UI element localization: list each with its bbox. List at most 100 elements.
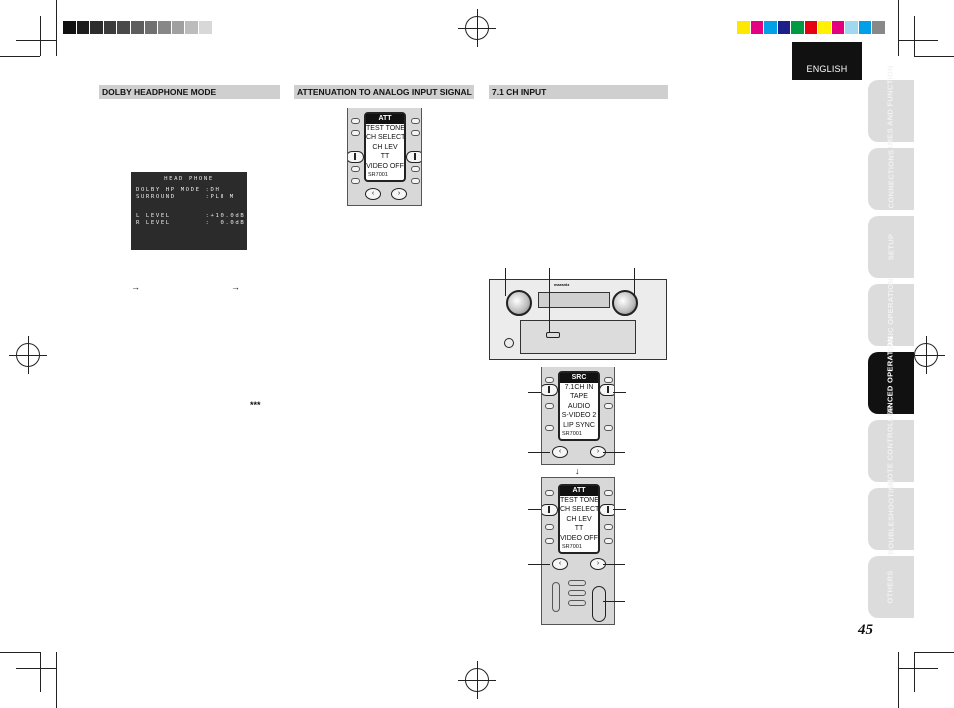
osd-line: DOLBY HP MODE :DH [136,187,221,193]
remote-illustration-71ch-top: SRC 7.1CH IN TAPE AUDIO S-VIDEO 2 LIP SY… [541,367,615,465]
lcd-row: SR7001 [368,172,388,178]
remote-lcd: ATT TEST TONE CH SELECT CH LEV TT VIDEO … [364,112,406,182]
receiver-power-button[interactable] [504,338,514,348]
color-swatch [212,21,227,34]
color-swatch [831,21,845,34]
down-arrow-glyph: ↓ [575,466,580,476]
side-tab-setup[interactable]: SETUP [868,216,914,278]
color-swatch [171,21,186,34]
left-soft-key[interactable] [542,504,558,516]
side-tab-advanced-operation[interactable]: ADVANCED OPERATION [868,336,914,430]
lcd-row: TT [574,525,584,532]
remote-lcd: SRC 7.1CH IN TAPE AUDIO S-VIDEO 2 LIP SY… [558,371,600,441]
color-swatch [158,21,172,34]
registration-mark-right [907,336,945,374]
left-arrow-button[interactable]: ‹ [552,446,568,458]
color-swatch [63,21,77,34]
lcd-row: TAPE [570,393,588,400]
remote-illustration-attenuation: ATT TEST TONE CH SELECT CH LEV TT VIDEO … [347,108,422,206]
side-tab-connections[interactable]: CONNECTIONS [868,148,914,210]
color-swatch [103,21,118,34]
remote-keypad [550,578,608,622]
receiver-display-window [538,292,610,308]
color-swatch [791,21,805,34]
color-swatch [858,21,872,34]
lcd-row: CH SELECT [366,134,404,141]
remote-lcd: ATT TEST TONE CH SELECT CH LEV TT VIDEO … [558,484,600,554]
right-soft-key[interactable] [599,384,614,396]
volume-knob[interactable] [612,290,638,316]
lcd-row: CH LEV [566,515,592,523]
side-tab-label: CONNECTIONS [886,149,895,209]
receiver-button-panel [520,320,636,354]
lcd-row: VIDEO OFF [560,534,598,542]
lcd-row: SRC [560,373,598,383]
left-soft-key[interactable] [542,384,558,396]
right-arrow-button[interactable]: › [391,188,407,200]
osd-line: SURROUND :PLⅡ M [136,194,235,200]
side-tab-others[interactable]: OTHERS [868,556,914,618]
lcd-row: TT [380,153,390,160]
right-soft-key[interactable] [406,151,421,163]
registration-mark-bottom [458,661,496,699]
lcd-row: ATT [560,486,598,496]
lcd-row: LIP SYNC [563,421,595,429]
receiver-front-panel: marantz [489,279,667,360]
lcd-row: 7.1CH IN [564,383,594,391]
side-tab-label: TROUBLESHOOTING [886,478,895,560]
side-tab-troubleshooting[interactable]: TROUBLESHOOTING [868,479,914,559]
color-swatch [777,21,791,34]
arrow-glyph: → [131,282,140,292]
side-tab-remote-controller[interactable]: REMOTE CONTROLLER [868,405,914,497]
osd-headphone-display: HEAD PHONE DOLBY HP MODE :DH SURROUND :P… [131,172,247,250]
asterisks: *** [250,400,261,410]
receiver-brand-label: marantz [554,282,570,287]
osd-line: L LEVEL :+10.0dB [136,213,246,219]
section-heading-71ch-input: 7.1 CH INPUT [489,85,668,99]
color-swatch [872,21,886,34]
side-tab-label: NAMES AND FUNCTION [886,65,895,157]
side-tab-names-and-function[interactable]: NAMES AND FUNCTION [868,65,914,157]
color-swatch [130,21,145,34]
page-number: 45 [858,622,873,638]
language-tab: ENGLISH [792,42,862,80]
lcd-row: VIDEO OFF [366,162,404,170]
osd-title: HEAD PHONE [164,176,214,182]
lcd-row: SR7001 [562,431,582,437]
section-heading-attenuation: ATTENUATION TO ANALOG INPUT SIGNAL [294,85,474,99]
section-heading-dolby-headphone: DOLBY HEADPHONE MODE [99,85,280,99]
highlight-71ch-button [546,332,560,338]
side-tab-label: SETUP [885,233,895,261]
input-selector-knob[interactable] [506,290,532,316]
color-swatch [76,21,91,34]
lcd-row: CH SELECT [560,506,598,513]
lcd-row: S-VIDEO 2 [561,412,597,419]
side-tab-basic-operation[interactable]: BASIC OPERATION [868,278,914,352]
osd-line: R LEVEL : 0.0dB [136,220,246,226]
lcd-row: TEST TONE [366,124,404,132]
color-swatch [804,21,818,34]
right-arrow-button[interactable]: › [590,446,606,458]
left-arrow-button[interactable]: ‹ [365,188,381,200]
registration-mark-left [9,336,47,374]
lcd-row: AUDIO [567,402,591,410]
left-soft-key[interactable] [348,151,364,163]
volume-rocker[interactable] [592,586,606,622]
registration-mark-top [458,9,496,47]
language-label: ENGLISH [806,64,848,74]
color-swatch [818,21,832,34]
lcd-row: SR7001 [562,544,582,550]
color-swatch [144,21,159,34]
lcd-row: ATT [366,114,404,124]
color-swatch [737,21,751,34]
arrow-glyph: → [231,282,240,292]
color-swatch [90,21,104,34]
color-calibration-bar [737,21,886,34]
side-tab-label: OTHERS [886,570,895,604]
right-soft-key[interactable] [599,504,614,516]
lcd-row: TEST TONE [560,496,598,504]
color-swatch [750,21,764,34]
left-arrow-button[interactable]: ‹ [552,558,568,570]
color-swatch [764,21,778,34]
remote-illustration-71ch-bottom: ATT TEST TONE CH SELECT CH LEV TT VIDEO … [541,477,615,625]
